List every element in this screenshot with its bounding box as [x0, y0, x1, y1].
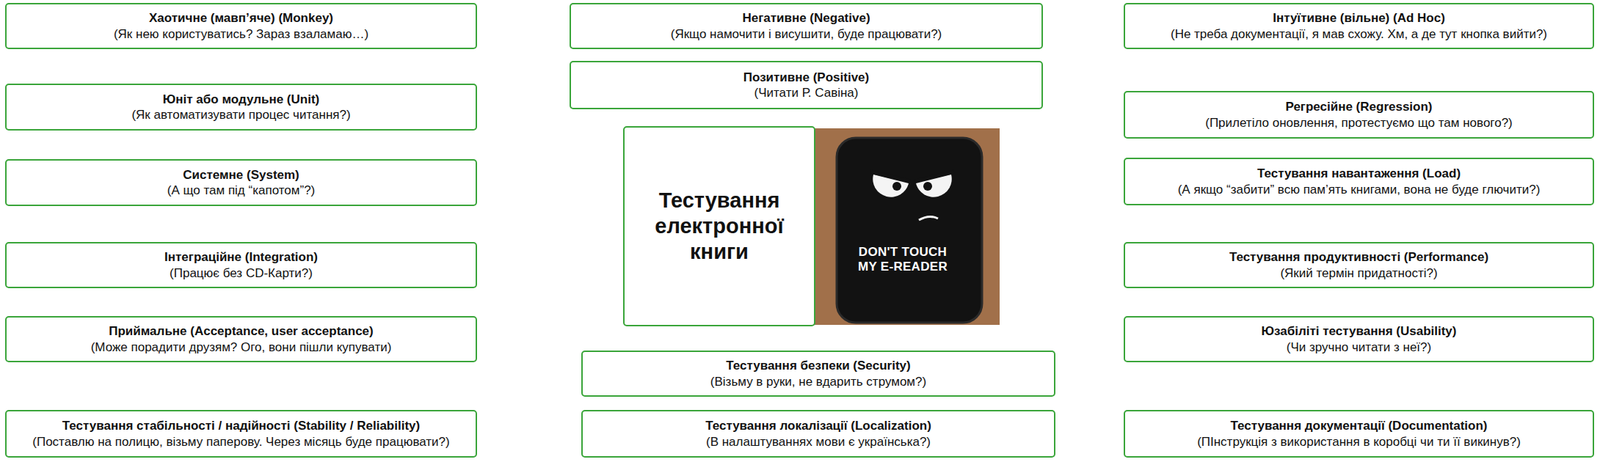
test-type-question: (Якщо намочити і висушити, буде працюват…	[670, 26, 943, 42]
test-type-heading: Негативне (Negative)	[742, 10, 870, 26]
test-type-box: Позитивне (Positive)(Читати Р. Савіна)	[569, 60, 1043, 110]
test-type-box: Регресійне (Regression)(Прилетіло оновле…	[1123, 91, 1595, 139]
test-type-box: Хаотичне (мавп’яче) (Monkey)(Як нею кори…	[5, 2, 478, 50]
left-pupil	[892, 182, 902, 191]
test-type-question: (Який термін придатності?)	[1280, 265, 1438, 282]
test-type-question: (Читати Р. Савіна)	[754, 85, 859, 101]
test-type-heading: Тестування локалізації (Localization)	[705, 418, 932, 434]
test-type-heading: Тестування безпеки (Security)	[725, 358, 911, 374]
test-type-box: Негативне (Negative)(Якщо намочити і вис…	[569, 2, 1043, 50]
test-type-heading: Юніт або модульне (Unit)	[162, 91, 320, 108]
wood-tone	[813, 128, 1000, 326]
test-type-box: Тестування документації (Documentation)(…	[1123, 410, 1595, 458]
test-type-question: (Працює без СD-Карти?)	[169, 265, 313, 282]
test-type-box: Тестування навантаження (Load)(А якщо “з…	[1123, 157, 1595, 206]
test-type-question: (Не треба документації, я мав схожу. Хм,…	[1170, 26, 1548, 42]
left-brow	[870, 171, 911, 182]
test-type-heading: Тестування електронної книги	[630, 187, 809, 265]
test-type-box: Тестування стабільності / надійності (St…	[5, 410, 478, 458]
cover-slogan: DON'T TOUCH MY E-READER	[847, 245, 958, 274]
cover-edge	[836, 137, 983, 323]
test-type-box: Інтуїтивне (вільне) (Ad Hoc)(Не треба до…	[1123, 2, 1595, 50]
test-type-heading: Позитивне (Positive)	[743, 69, 869, 86]
test-type-heading: Тестування навантаження (Load)	[1257, 165, 1461, 182]
test-type-heading: Інтеграційне (Integration)	[164, 249, 318, 265]
right-pupil	[923, 182, 933, 191]
test-type-box: Приймальне (Acceptance, user acceptance)…	[5, 316, 478, 363]
test-type-question: (Поставлю на полицю, візьму паперову. Че…	[32, 434, 450, 450]
test-type-heading: Системне (System)	[182, 167, 300, 183]
test-type-question: (Чи зручно читати з неї?)	[1286, 339, 1432, 356]
test-type-heading: Хаотичне (мавп’яче) (Monkey)	[148, 10, 334, 26]
test-type-question: (Як нею користуватись? Зараз взаламаю…)	[113, 26, 369, 42]
test-type-heading: Тестування стабільності / надійності (St…	[62, 418, 420, 434]
test-type-heading: Приймальне (Acceptance, user acceptance)	[108, 323, 373, 340]
test-type-box: Системне (System)(А що там під “капотом”…	[5, 159, 478, 207]
reader-cover	[836, 137, 983, 323]
test-type-question: (Візьму в руки, не вдарить струмом?)	[710, 374, 927, 390]
test-type-box: Юзабіліті тестування (Usability)(Чи зруч…	[1123, 316, 1595, 363]
right-brow	[914, 171, 955, 182]
test-type-box: Тестування локалізації (Localization)(В …	[581, 410, 1056, 458]
test-type-question: (В налаштуваннях мови є українська?)	[706, 434, 931, 450]
test-type-question: (Як автоматизувати процес читання?)	[131, 107, 351, 123]
test-type-box: Інтеграційне (Integration)(Працює без СD…	[5, 242, 478, 289]
test-type-heading: Юзабіліті тестування (Usability)	[1261, 323, 1457, 340]
wood-background	[813, 128, 1000, 326]
test-type-question: (Прилетіло оновлення, протестуємо що там…	[1205, 115, 1513, 131]
frown	[918, 216, 938, 221]
test-type-question: (А що там під “капотом”?)	[167, 182, 316, 199]
test-type-question: (ПІнструкція з використання в коробці чи…	[1197, 434, 1521, 450]
test-type-heading: Тестування документації (Documentation)	[1230, 418, 1487, 434]
title-box: Тестування електронної книги	[623, 126, 816, 327]
test-type-question: (Може порадити друзям? Ого, вони пішли к…	[91, 339, 392, 356]
test-type-question: (А якщо “забити” всю пам’ять книгами, во…	[1177, 182, 1541, 198]
test-type-box: Тестування продуктивності (Performance)(…	[1123, 242, 1595, 289]
test-type-heading: Регресійне (Regression)	[1285, 99, 1432, 115]
test-type-heading: Інтуїтивне (вільне) (Ad Hoc)	[1272, 10, 1446, 26]
test-type-heading: Тестування продуктивності (Performance)	[1229, 249, 1489, 265]
test-type-box: Тестування безпеки (Security)(Візьму в р…	[581, 350, 1056, 398]
test-type-box: Юніт або модульне (Unit)(Як автоматизува…	[5, 83, 478, 131]
